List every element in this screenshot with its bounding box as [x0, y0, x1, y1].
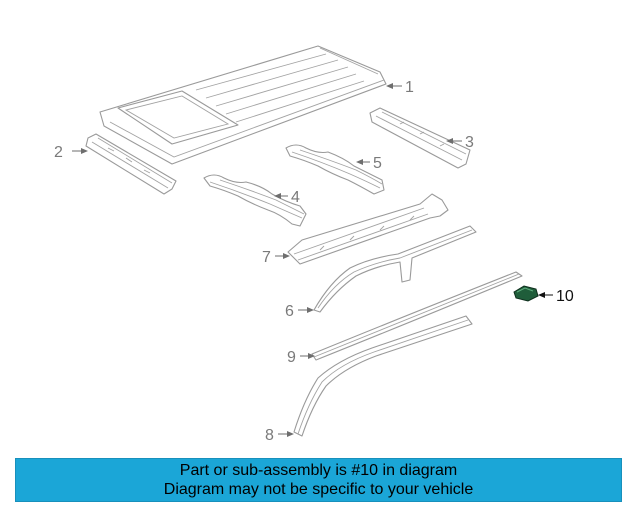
parts-diagram: 1 2 3 4 5 6 7 8 9 10	[54, 45, 574, 444]
callout-leaders	[72, 83, 553, 437]
front-pillar-trim	[293, 315, 473, 437]
roof-panel	[99, 45, 387, 165]
rear-header	[369, 107, 471, 169]
banner-line-1: Part or sub-assembly is #10 in diagram	[179, 462, 458, 479]
drip-rail	[313, 225, 477, 313]
callout-9: 9	[287, 349, 296, 366]
callout-3: 3	[465, 134, 474, 151]
callout-6: 6	[285, 303, 294, 320]
roof-bow-rear	[285, 144, 385, 195]
info-banner: Part or sub-assembly is #10 in diagram D…	[15, 458, 622, 502]
banner-line-2: Diagram may not be specific to your vehi…	[163, 481, 474, 498]
callout-10: 10	[556, 288, 574, 305]
callout-7: 7	[262, 249, 271, 266]
callout-5: 5	[373, 155, 382, 172]
callout-2: 2	[54, 144, 63, 161]
callout-1: 1	[405, 79, 414, 96]
side-rail-reinforcement	[287, 193, 449, 265]
roof-bow-front	[203, 174, 307, 227]
callout-4: 4	[291, 189, 300, 206]
roof-molding	[311, 271, 523, 361]
callout-8: 8	[265, 427, 274, 444]
front-header	[85, 133, 177, 195]
clip-part	[513, 285, 539, 302]
